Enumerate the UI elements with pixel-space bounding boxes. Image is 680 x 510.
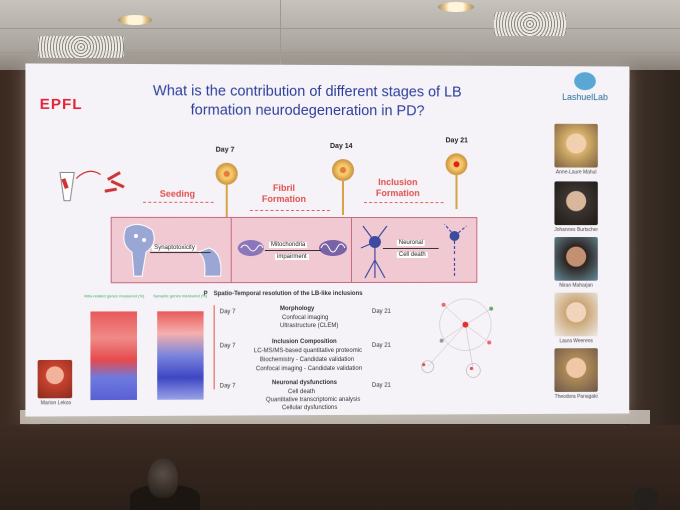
person-photo bbox=[37, 359, 73, 399]
panel-bracket bbox=[213, 305, 215, 390]
nucleus bbox=[223, 170, 230, 177]
band-label: Synaptotoxicity bbox=[152, 245, 197, 252]
tube-icon bbox=[56, 164, 125, 204]
pathology-band: Synaptotoxicity Mitochondria impairment … bbox=[110, 216, 478, 284]
band-arrow bbox=[382, 247, 439, 249]
neuron-icon bbox=[331, 159, 354, 182]
row-day-end: Day 21 bbox=[371, 308, 391, 315]
panel-letter: P bbox=[203, 291, 208, 298]
lab-logo: LashuelLab bbox=[551, 72, 620, 102]
person-photo bbox=[554, 348, 598, 393]
epfl-logo: EPFL bbox=[39, 95, 83, 114]
protein-network bbox=[404, 291, 494, 401]
nucleus bbox=[453, 161, 460, 168]
row-sub: Quantitative transcriptomic analysis bbox=[265, 396, 361, 404]
day-label: Day 14 bbox=[330, 143, 353, 151]
band-label: Cell death bbox=[396, 251, 428, 258]
projected-slide: EPFL LashuelLab What is the contribution… bbox=[25, 63, 630, 417]
ceiling-seam bbox=[0, 52, 680, 53]
brain-icon bbox=[574, 72, 596, 91]
row-day-end: Day 21 bbox=[371, 382, 391, 389]
lab-logo-text: LashuelLab bbox=[562, 92, 608, 103]
neuron-icon bbox=[215, 162, 238, 185]
stage-inclusion: Inclusion Formation bbox=[375, 177, 420, 199]
day-label: Day 21 bbox=[445, 137, 468, 145]
row-title: Inclusion Composition bbox=[271, 338, 337, 346]
person-name: Johannes Burtscher bbox=[554, 227, 599, 234]
row-sub: Ultrastructure (CLEM) bbox=[279, 322, 339, 330]
neuron-death-icon bbox=[361, 220, 472, 280]
neuron-axon bbox=[341, 179, 344, 216]
person-name: Anne-Laure Mahul bbox=[555, 169, 597, 176]
band-arrow bbox=[150, 252, 211, 254]
band-label: Neuronal bbox=[396, 240, 426, 246]
panel-header: Spatio-Temporal resolution of the LB-lik… bbox=[213, 290, 363, 298]
air-vent bbox=[494, 12, 566, 36]
neuron-axon bbox=[225, 182, 228, 219]
heatmap-title: Mito-related genes measured (%) bbox=[84, 293, 145, 299]
person-photo bbox=[554, 292, 598, 337]
nucleus bbox=[339, 167, 346, 174]
row-sub: Biochemistry - Candidate validation bbox=[259, 356, 355, 364]
person-photo bbox=[554, 237, 598, 281]
neuron-icon bbox=[445, 153, 468, 176]
heatmap bbox=[157, 311, 204, 400]
row-title: Neuronal dysfunctions bbox=[271, 379, 338, 387]
band-divider bbox=[230, 217, 232, 283]
ceiling-seam bbox=[280, 0, 281, 70]
person-name: Laura Weerens bbox=[559, 338, 593, 345]
row-day: Day 7 bbox=[219, 309, 236, 316]
mitochondria-icon bbox=[237, 239, 348, 257]
row-sub: Cellular dysfunctions bbox=[281, 404, 338, 412]
ceiling-lamp bbox=[438, 2, 474, 12]
row-day-end: Day 21 bbox=[371, 342, 391, 349]
row-sub: LC-MS/MS-based quantitative proteomic bbox=[253, 347, 363, 355]
row-day: Day 7 bbox=[219, 383, 236, 390]
row-sub: Cell death bbox=[287, 389, 316, 396]
row-day: Day 7 bbox=[219, 343, 236, 350]
row-sub: Confocal imaging - Candidate validation bbox=[255, 365, 363, 373]
person-name: Marion Lekos bbox=[40, 400, 72, 407]
stage-fibril: Fibril Formation bbox=[261, 182, 306, 204]
slide-title: What is the contribution of different st… bbox=[152, 83, 462, 120]
synapse-icon bbox=[118, 222, 221, 278]
person-photo bbox=[554, 123, 598, 168]
wall-lower bbox=[0, 425, 680, 510]
dashed-arrow bbox=[363, 202, 444, 204]
neuron-axon bbox=[455, 173, 458, 210]
ceiling-lamp bbox=[118, 15, 152, 25]
audience-head bbox=[634, 488, 658, 510]
row-sub: Confocal imaging bbox=[281, 315, 329, 322]
band-label: impairment bbox=[274, 254, 309, 261]
person-name: Theodora Panagaki bbox=[554, 393, 598, 400]
air-vent bbox=[38, 36, 124, 58]
dashed-arrow bbox=[249, 209, 330, 211]
band-divider bbox=[350, 218, 352, 282]
ceiling-seam bbox=[0, 28, 680, 29]
person-name: Niran Maharjan bbox=[559, 282, 593, 289]
dashed-arrow bbox=[143, 201, 214, 203]
stage-seeding: Seeding bbox=[159, 188, 196, 199]
day-label: Day 7 bbox=[215, 146, 235, 154]
band-label: Mitochondria bbox=[268, 242, 308, 249]
heatmap bbox=[90, 311, 137, 401]
band-arrow bbox=[264, 250, 322, 252]
person-photo bbox=[554, 181, 598, 226]
audience-head bbox=[148, 458, 178, 498]
row-title: Morphology bbox=[279, 306, 315, 313]
